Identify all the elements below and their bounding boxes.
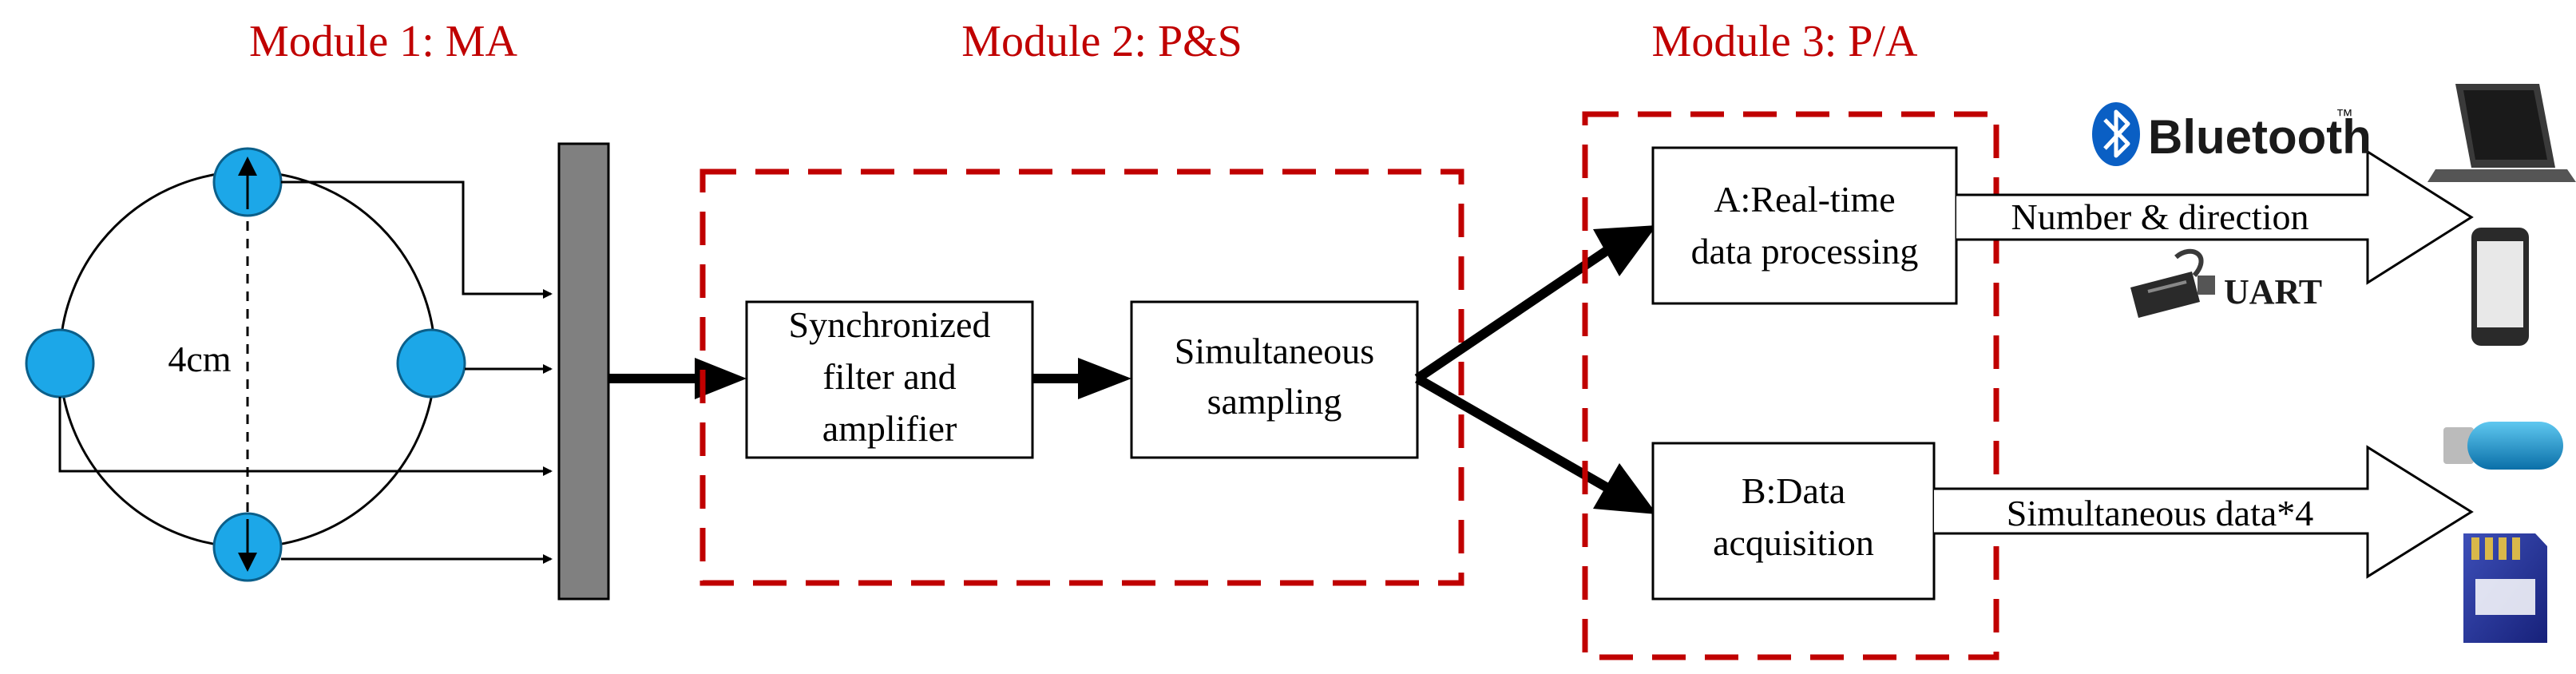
sampling-label-line1: Simultaneous (1175, 331, 1374, 371)
output-arrow-lower (1934, 445, 2474, 579)
sampling-box: Simultaneous sampling (1130, 300, 1419, 459)
mic-top-icon (212, 147, 283, 217)
phone-icon (2471, 228, 2529, 346)
arrow-filter-to-sampling (1032, 358, 1131, 399)
mic-left-icon (25, 328, 95, 398)
usb-drive-icon (2443, 422, 2563, 470)
bluetooth-icon (2092, 102, 2140, 166)
acquisition-label-line1: B:Data (1742, 470, 1845, 511)
module-3-title: Module 3: P/A (1652, 17, 1918, 66)
arrow-sampling-to-acquisition (1415, 374, 1657, 514)
arrow-sampling-to-realtime (1414, 225, 1657, 383)
output-arrow-upper (1956, 149, 2474, 285)
arrow-bar-to-filter (608, 358, 747, 399)
sd-card-icon (2463, 533, 2547, 643)
output-label-lower: Simultaneous data*4 (2007, 493, 2314, 533)
bluetooth-tm: ™ (2336, 105, 2353, 125)
acquisition-label-line2: acquisition (1713, 522, 1874, 563)
microphone-array: 4cm (25, 147, 466, 582)
data-acquisition-box: B:Data acquisition (1651, 442, 1936, 601)
uart-cable-icon (2130, 248, 2215, 318)
filter-label-line2: filter and (822, 356, 956, 397)
realtime-label-line2: data processing (1691, 231, 1919, 272)
realtime-processing-box: A:Real-time data processing (1651, 146, 1958, 305)
laptop-icon (2427, 84, 2576, 182)
mic-wires (58, 180, 553, 564)
sampling-label-line2: sampling (1207, 381, 1342, 422)
realtime-label-line1: A:Real-time (1714, 179, 1895, 220)
filter-label-line3: amplifier (822, 408, 957, 449)
output-label-upper: Number & direction (2011, 196, 2308, 237)
bluetooth-label: Bluetooth (2148, 110, 2372, 164)
connector-bar (557, 142, 610, 601)
uart-label: UART (2224, 272, 2322, 311)
filter-amplifier-box: Synchronized filter and amplifier (745, 300, 1034, 459)
module-3-box (1582, 111, 1999, 660)
mic-right-icon (396, 328, 466, 398)
module-1-title: Module 1: MA (249, 17, 518, 66)
mic-bottom-icon (212, 512, 283, 582)
module-2-title: Module 2: P&S (961, 17, 1242, 66)
mic-spacing-label: 4cm (168, 339, 231, 379)
filter-label-line1: Synchronized (789, 304, 991, 345)
module-2-box (699, 168, 1464, 586)
